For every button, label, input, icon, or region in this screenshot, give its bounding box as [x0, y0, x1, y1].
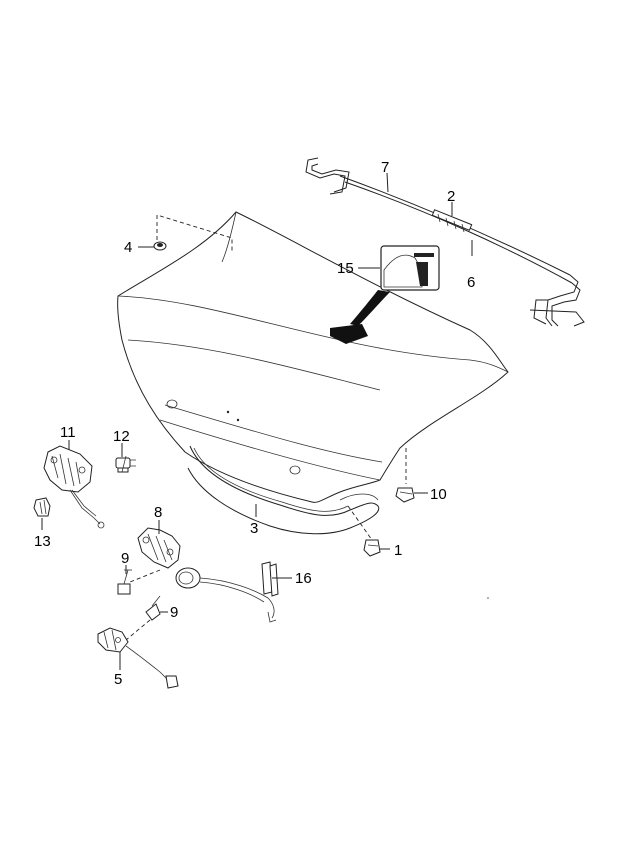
callout-10: 10	[430, 486, 447, 503]
caution-label	[330, 245, 440, 344]
callout-6: 6	[467, 274, 475, 291]
callout-2: 2	[447, 188, 455, 205]
clip-10	[395, 448, 415, 503]
callout-labels: 7 2 6 15 4 10 1 3 11 12 13 8 9 9 5 16	[34, 159, 475, 688]
leader-lines	[41, 172, 473, 670]
trunk-lid-latch	[129, 527, 277, 623]
callout-15: 15	[337, 260, 354, 277]
trunk-lid	[117, 211, 509, 503]
callout-12: 12	[113, 428, 130, 445]
weatherstrip-seal	[187, 445, 380, 535]
callout-4: 4	[124, 239, 132, 256]
callout-9-lower: 9	[170, 604, 178, 621]
trunk-lid-actuator	[43, 445, 105, 529]
bolt-12	[115, 455, 136, 473]
callout-16: 16	[295, 570, 312, 587]
bracket-16	[261, 561, 279, 597]
clip-13	[33, 497, 51, 517]
bolt-9-lower	[125, 595, 161, 641]
torsion-bar-assembly	[305, 157, 585, 327]
plug	[153, 214, 233, 252]
callout-8: 8	[154, 504, 162, 521]
callout-5: 5	[114, 671, 122, 688]
callout-11: 11	[60, 424, 76, 441]
trunk-lid-striker	[97, 627, 179, 689]
callout-1: 1	[394, 542, 402, 559]
callout-9-upper: 9	[121, 550, 129, 567]
callout-7: 7	[381, 159, 389, 176]
nut-1	[347, 505, 381, 557]
callout-13: 13	[34, 533, 51, 550]
callout-3: 3	[250, 520, 258, 537]
bolt-9-upper	[117, 569, 132, 595]
